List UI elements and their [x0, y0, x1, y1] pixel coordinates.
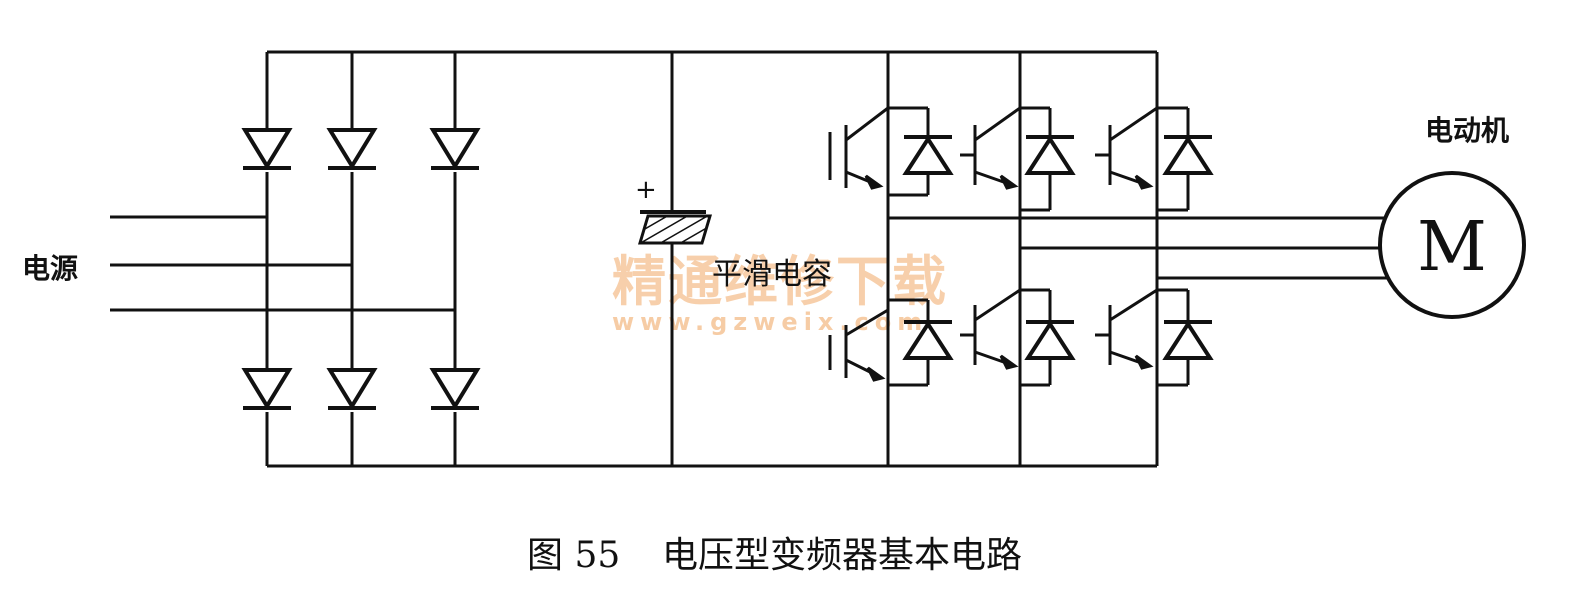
diode-icon [1162, 135, 1214, 175]
figure-title: 电压型变频器基本电路 [662, 535, 1022, 576]
diode-icon [326, 368, 378, 412]
igbt-icon [1095, 106, 1190, 212]
diode-icon [241, 368, 293, 412]
diode-icon [429, 128, 481, 172]
motor: M [1378, 171, 1526, 319]
diode-icon [902, 135, 954, 175]
diode-icon [1024, 135, 1076, 175]
igbt-icon [960, 106, 1052, 212]
rectifier-diodes [241, 128, 481, 412]
circuit-wires [110, 50, 1388, 468]
motor-symbol: M [1417, 208, 1487, 287]
igbt-icon [960, 288, 1052, 387]
capacitor-polarity: + [635, 175, 657, 205]
watermark-brand: 精通维修下载 [612, 250, 948, 313]
igbt-icon [828, 106, 930, 197]
smoothing-capacitor: + [635, 175, 713, 245]
diode-icon [326, 128, 378, 172]
diode-icon [429, 368, 481, 412]
diode-icon [1024, 320, 1076, 360]
igbt-icon [828, 298, 930, 387]
motor-circle [1378, 171, 1526, 319]
motor-label: 电动机 [1425, 114, 1509, 147]
diode-icon [1162, 320, 1214, 360]
diode-icon [241, 128, 293, 172]
inverter-switches [828, 106, 1190, 387]
figure-number: 图 55 [527, 535, 620, 576]
smoothing-capacitor-label: 平滑电容 [712, 257, 832, 292]
power-source-label: 电源 [22, 252, 78, 285]
igbt-icon [1095, 288, 1190, 387]
watermark-url: www.gzweix.com [612, 308, 928, 336]
